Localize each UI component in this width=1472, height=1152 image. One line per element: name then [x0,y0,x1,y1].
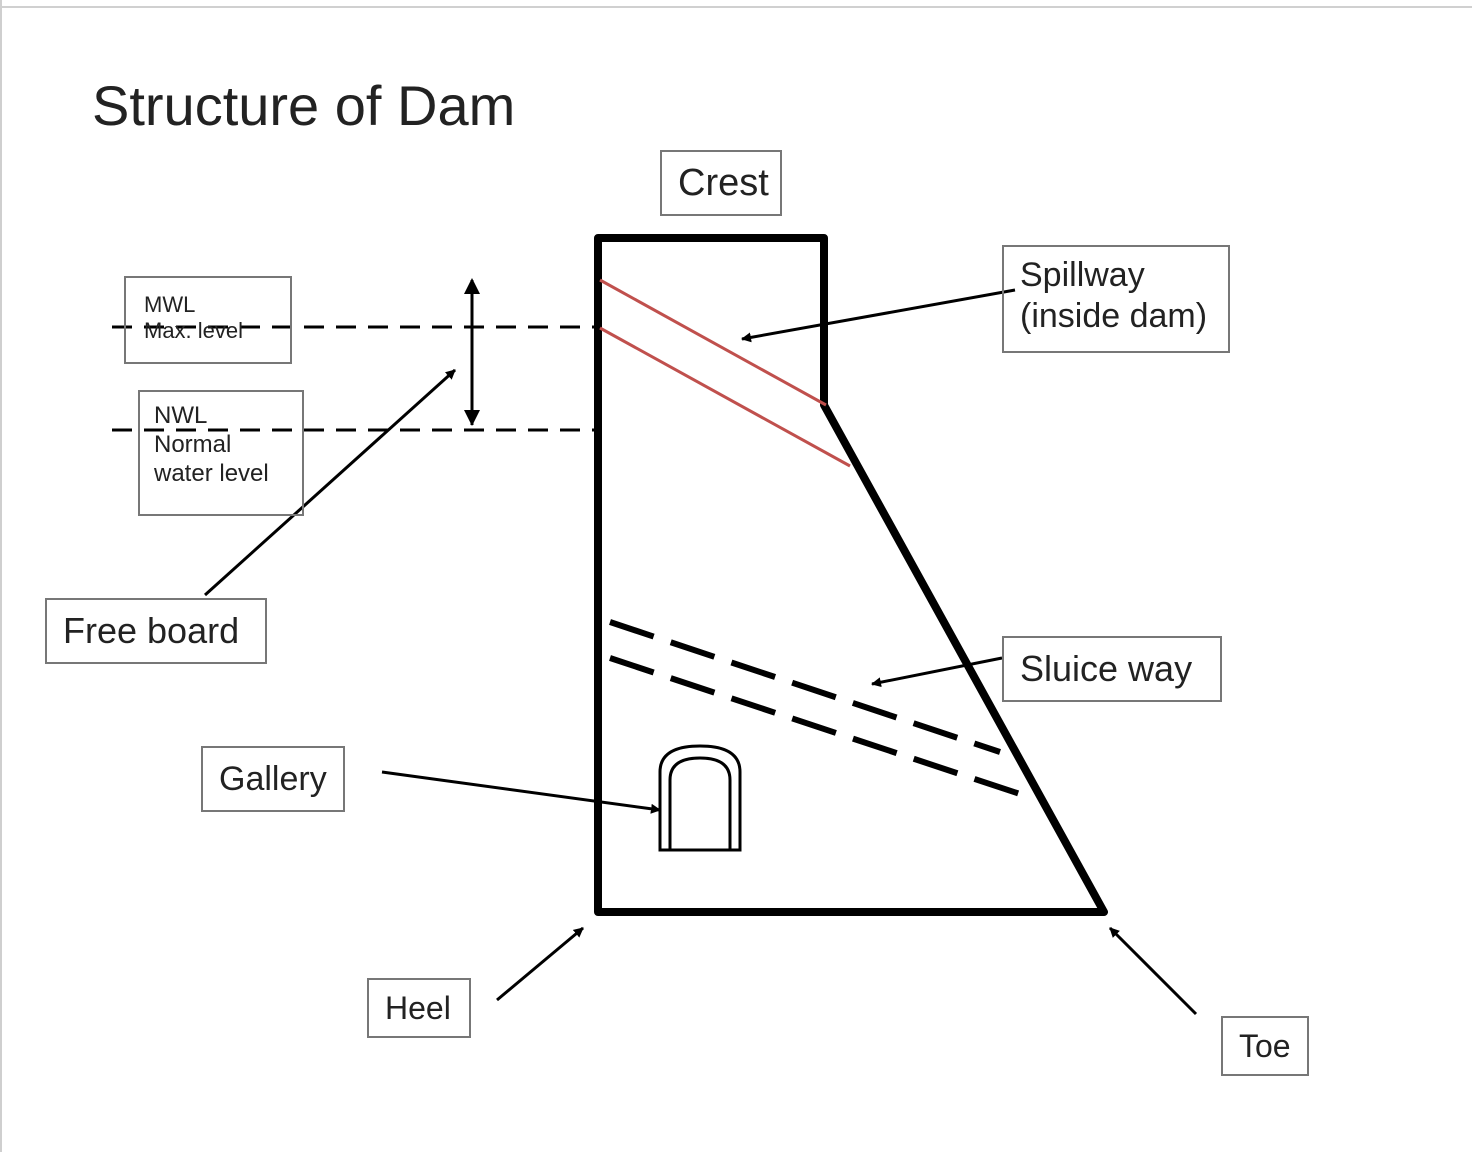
free-board-arrow-bottom [464,410,480,426]
toe-label: Toe [1221,1016,1309,1076]
free-board-label: Free board [45,598,267,664]
heel-label: Heel [367,978,471,1038]
gallery-label: Gallery [201,746,345,812]
sluice-way-label: Sluice way [1002,636,1222,702]
sluice-way-lower-line [609,655,1033,801]
free-board-arrow-top [464,278,480,294]
toe-pointer-arrow [1108,926,1198,1016]
mwl-label-line1: MWL [144,292,196,317]
spillway-label: Spillway (inside dam) [1002,245,1230,353]
spillway-label-line1: Spillway [1020,256,1145,294]
dam-body-outline [594,234,1108,916]
crest-label: Crest [660,150,782,216]
mwl-label: MWL Max. level [124,276,292,364]
spillway-pointer-arrow [741,288,1016,343]
nwl-label-line1: NWL [154,402,208,429]
sluice-way-upper-line [609,619,1001,755]
mwl-label-line2: Max. level [144,318,244,344]
spillway-label-line2: (inside dam) [1020,296,1208,335]
gallery-outer-shape [658,744,742,852]
diagram-title: Structure of Dam [92,74,516,137]
left-border [0,0,2,1152]
gallery-pointer-arrow [381,770,661,814]
spillway-upper-line [599,278,827,407]
heel-pointer-arrow [496,926,584,1002]
nwl-label-line2: Normal [154,430,232,458]
free-board-pointer-arrow [203,368,457,597]
nwl-label-line3: water level [154,459,269,487]
gallery-inner-shape [668,756,732,850]
top-border [0,0,1472,8]
sluice-way-pointer-arrow [871,656,1003,688]
nwl-label: NWL Normal water level [138,390,304,516]
spillway-lower-line [599,326,851,468]
